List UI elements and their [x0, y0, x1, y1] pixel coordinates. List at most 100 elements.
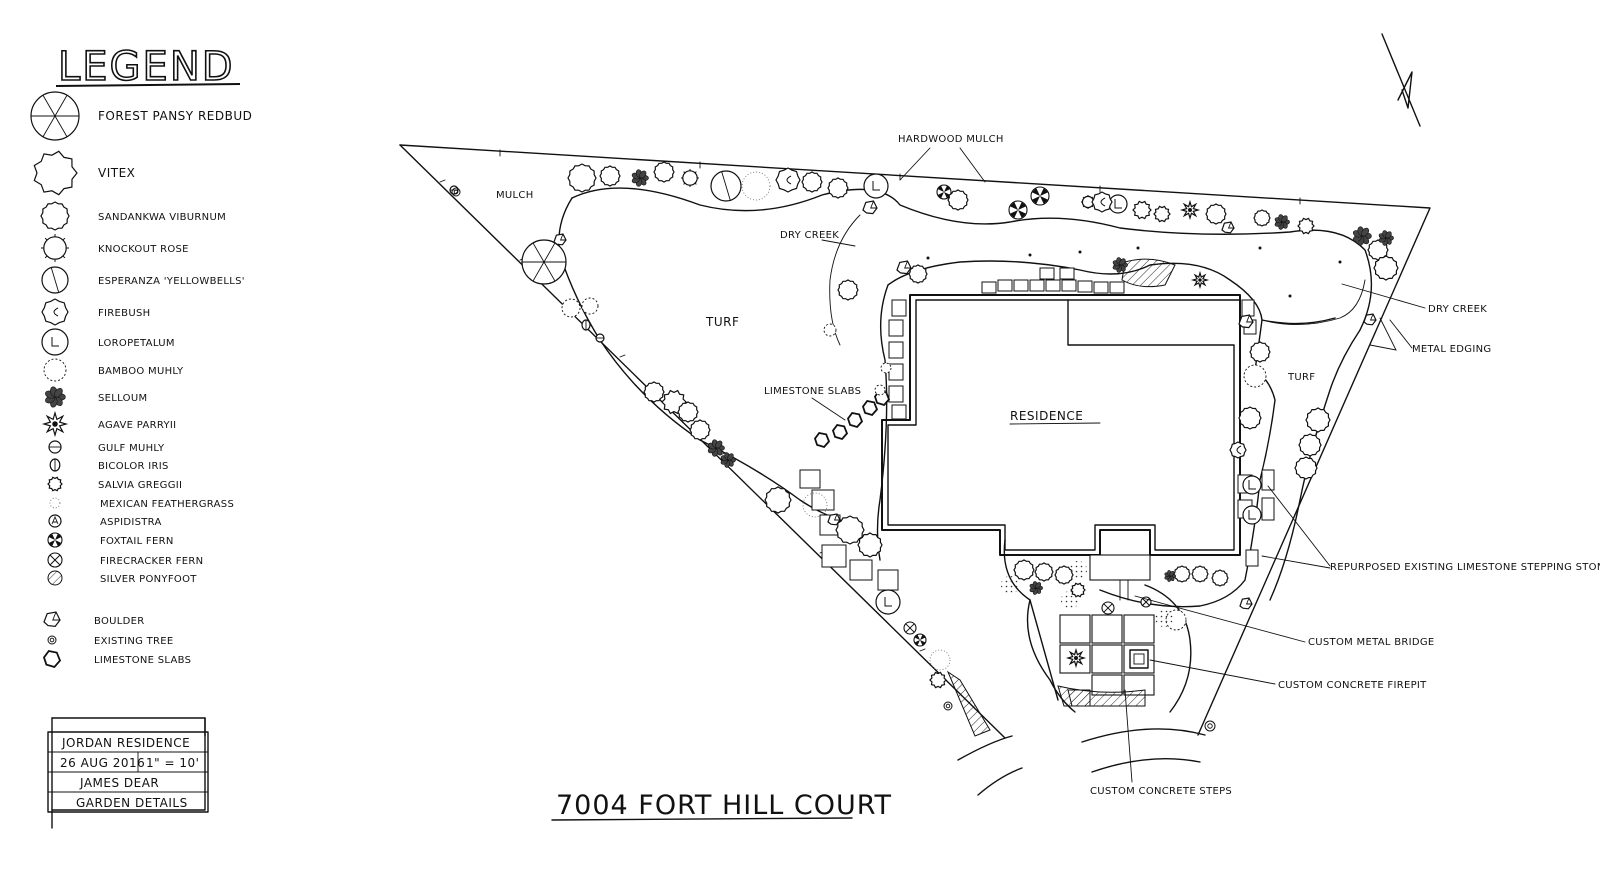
plant-boulder	[827, 513, 841, 526]
plant-firebush	[775, 167, 801, 193]
stepping-stone	[997, 279, 1013, 292]
plant-selloum	[1352, 226, 1372, 246]
legend-item-label: GULF MUHLY	[98, 443, 165, 454]
label-metal-bridge: CUSTOM METAL BRIDGE	[1308, 637, 1435, 648]
plant-selloum	[1112, 257, 1128, 273]
plant-gulf	[595, 333, 605, 343]
plant-firebush	[1091, 191, 1113, 213]
title-block-date: 26 AUG 2016	[60, 756, 145, 770]
salvia-symbol-icon	[47, 476, 63, 492]
plant-foxtail	[1008, 200, 1028, 220]
legend-item: SILVER PONYFOOT	[47, 570, 197, 586]
plant-selloum	[631, 169, 649, 187]
legend-item: BOULDER	[43, 611, 145, 628]
residence-label: RESIDENCE	[1010, 409, 1083, 423]
plant-loropetalum	[1242, 475, 1262, 495]
plant-esperanza	[710, 170, 742, 202]
plant-viburnum	[567, 163, 597, 193]
title-block: JORDAN RESIDENCE 26 AUG 2016 1" = 10' JA…	[47, 717, 209, 829]
legend-item: GULF MUHLY	[48, 440, 165, 454]
groundcover-patch	[1069, 561, 1087, 579]
groundcover-patch	[1001, 576, 1019, 594]
address-block: 7004 FORT HILL COURT	[551, 790, 892, 821]
label-limestone-slabs: LIMESTONE SLABS	[764, 386, 861, 397]
legend-item: VITEX	[33, 150, 135, 196]
property-boundary	[399, 144, 1431, 739]
plant-viburnum	[1013, 559, 1035, 581]
plant-salvia	[929, 671, 947, 689]
label-firepit: CUSTOM CONCRETE FIREPIT	[1278, 680, 1427, 691]
legend-item-label: SALVIA GREGGII	[98, 480, 182, 491]
plant-selloum	[720, 452, 736, 468]
plan-labels: HARDWOOD MULCH MULCH DRY CREEK TURF LIME…	[496, 134, 1600, 797]
plant-viburnum	[857, 532, 883, 558]
plant-viburnum	[835, 515, 865, 545]
stepping-stone	[888, 341, 904, 359]
plant-boulder	[862, 200, 878, 215]
legend-item: MEXICAN FEATHERGRASS	[49, 497, 234, 510]
plant-loropetalum	[863, 173, 889, 199]
plant-viburnum	[1205, 203, 1227, 225]
plant-muhly	[823, 323, 837, 337]
plant-muhly	[1243, 364, 1267, 388]
plant-agave	[1190, 270, 1210, 290]
title-block-designer: JAMES DEAR	[79, 776, 159, 790]
plant-viburnum	[677, 401, 699, 423]
plant-existing	[943, 701, 953, 711]
plant-redbud	[521, 239, 567, 285]
firecracker-fern-symbol-icon	[47, 552, 63, 568]
legend-title: LEGEND	[58, 44, 235, 90]
firepit	[1129, 649, 1149, 669]
stepping-stone	[1059, 267, 1075, 280]
plant-viburnum	[1249, 341, 1271, 363]
plant-viburnum	[689, 419, 711, 441]
stepping-stone	[849, 559, 873, 581]
stepping-stone	[1261, 469, 1275, 491]
stepping-stone	[821, 544, 847, 568]
address-title: 7004 FORT HILL COURT	[556, 790, 892, 821]
plant-muhly	[561, 298, 581, 318]
legend: LEGEND FOREST PANSY REDBUDVITEXSANDANKWA…	[30, 43, 252, 669]
stepping-stone	[877, 569, 899, 591]
plant-viburnum	[1305, 407, 1331, 433]
label-turf-left: TURF	[705, 315, 739, 329]
plant-selloum	[1029, 581, 1043, 595]
plant-viburnum	[908, 264, 928, 284]
plant-feather	[802, 492, 828, 518]
plant-viburnum	[947, 189, 969, 211]
hatched-ponyfoot	[946, 258, 1176, 737]
esperanza-symbol-icon	[41, 266, 69, 294]
legend-item: KNOCKOUT ROSE	[41, 234, 188, 262]
agave-symbol-icon	[41, 410, 69, 438]
plant-loropetalum	[875, 589, 901, 615]
plant-selloum	[1378, 230, 1394, 246]
plant-symbols	[449, 161, 1399, 732]
label-dry-creek-upper: DRY CREEK	[780, 230, 839, 241]
lawn-mark	[1136, 246, 1140, 250]
plant-viburnum	[837, 279, 859, 301]
plant-viburnum	[1191, 565, 1209, 583]
plant-viburnum	[599, 165, 621, 187]
plant-agave	[1179, 199, 1201, 221]
legend-item-label: SELLOUM	[98, 393, 147, 404]
lawn-mark	[1338, 260, 1342, 264]
plant-firecracker	[1140, 596, 1152, 608]
plant-viburnum	[801, 171, 823, 193]
stepping-stone	[1109, 281, 1125, 294]
limestone-slab	[861, 400, 879, 417]
plant-selloum	[1274, 214, 1290, 230]
limestone-slab	[831, 424, 849, 441]
lawn-mark	[1258, 246, 1262, 250]
lawn-mark	[926, 256, 930, 260]
legend-item-label: BOULDER	[94, 616, 145, 627]
legend-title-underline	[55, 83, 241, 87]
legend-item-label: SILVER PONYFOOT	[100, 574, 197, 585]
legend-item-label: LIMESTONE SLABS	[94, 655, 191, 666]
iris-symbol-icon	[49, 458, 61, 472]
ponyfoot-symbol-icon	[47, 570, 63, 586]
plant-muhly	[874, 384, 886, 396]
feathergrass-symbol-icon	[49, 497, 61, 509]
stepping-stone	[1245, 549, 1259, 567]
legend-item-label: FOXTAIL FERN	[100, 536, 174, 547]
